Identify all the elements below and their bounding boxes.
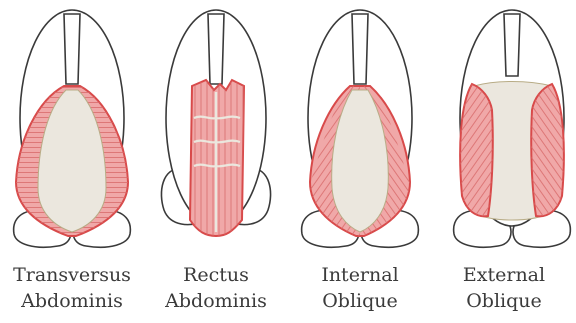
label-line-2: Abdominis [0, 288, 144, 314]
label-line-2: Abdominis [144, 288, 288, 314]
label-line-1: External [432, 262, 576, 288]
rectus-abdominis-label: Rectus Abdominis [144, 262, 288, 314]
external-oblique-figure [454, 10, 571, 247]
internal-oblique-figure [302, 10, 419, 247]
label-line-2: Oblique [288, 288, 432, 314]
label-line-1: Rectus [144, 262, 288, 288]
label-line-1: Internal [288, 262, 432, 288]
rectus-abdominis-figure [161, 10, 270, 236]
transversus-abdominis-label: Transversus Abdominis [0, 262, 144, 314]
transversus-abdominis-figure [14, 10, 131, 247]
internal-oblique-label: Internal Oblique [288, 262, 432, 314]
label-line-2: Oblique [432, 288, 576, 314]
external-oblique-label: External Oblique [432, 262, 576, 314]
label-line-1: Transversus [0, 262, 144, 288]
